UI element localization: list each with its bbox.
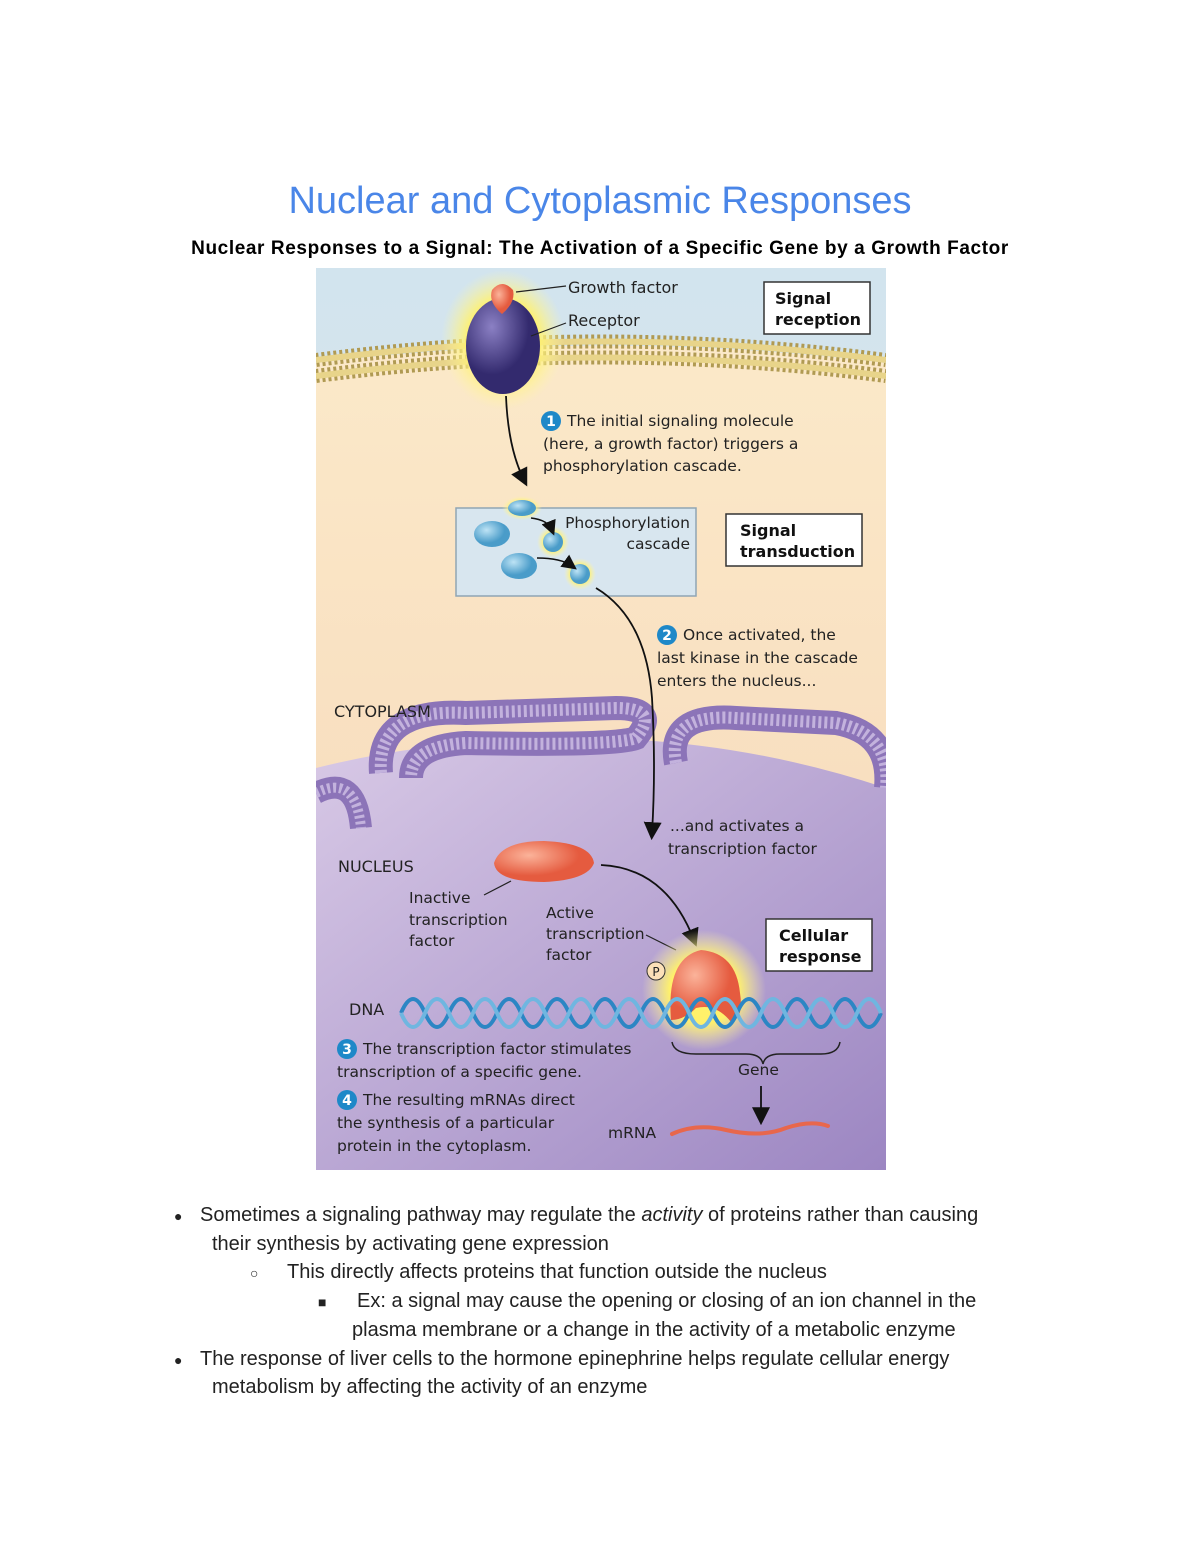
step3-line2: transcription of a specific gene.	[337, 1063, 582, 1081]
inactive-tf-line3: factor	[409, 932, 455, 950]
step1-circle	[541, 411, 561, 431]
step4-number: 4	[342, 1093, 352, 1109]
active-tf-line1: Active	[546, 904, 594, 922]
nuclear-envelope	[316, 695, 886, 830]
step2-line1: Once activated, the	[683, 626, 836, 644]
bullet-1-line-1: Sometimes a signaling pathway may regula…	[200, 1204, 978, 1227]
bullet-2-line-2: metabolism by affecting the activity of …	[212, 1376, 648, 1398]
growth-factor-label: Growth factor	[568, 278, 678, 297]
signaling-figure: Growth factor Receptor Signal reception …	[316, 268, 886, 1170]
bullet-marker-2: ●	[174, 1352, 183, 1368]
activates-line1: ...and activates a	[670, 817, 804, 835]
bullet-1a1-line-1: Ex: a signal may cause the opening or cl…	[357, 1290, 977, 1312]
signal-reception-line1: Signal	[775, 289, 831, 308]
signal-reception-box	[763, 281, 871, 335]
mrna-label: mRNA	[608, 1124, 656, 1142]
receptor-label: Receptor	[568, 311, 640, 330]
phosphate-label: P	[652, 965, 659, 979]
inactive-tf-line1: Inactive	[409, 889, 471, 907]
bullet-1-em: activity	[641, 1204, 703, 1226]
dna-label: DNA	[349, 1000, 384, 1019]
signal-reception-line2: reception	[775, 310, 861, 329]
figure-subtitle: Nuclear Responses to a Signal: The Activ…	[191, 238, 1009, 259]
inactive-tf-shape	[494, 841, 594, 882]
nucleus-region	[316, 738, 886, 1170]
step4-circle	[337, 1090, 357, 1110]
cytoplasm-label: CYTOPLASM	[334, 702, 431, 721]
bullet-1a1-line-2: plasma membrane or a change in the activ…	[352, 1319, 956, 1341]
page-title: Nuclear and Cytoplasmic Responses	[288, 180, 912, 222]
step4-line3: protein in the cytoplasm.	[337, 1137, 531, 1155]
step3-number: 3	[342, 1042, 352, 1058]
receptor-shape	[466, 298, 540, 394]
step1-line1: The initial signaling molecule	[566, 412, 794, 430]
inactive-tf-line2: transcription	[409, 911, 508, 929]
step3-line1: The transcription factor stimulates	[362, 1040, 631, 1058]
bullet-2-line-1: The response of liver cells to the hormo…	[200, 1348, 950, 1370]
plasma-membrane	[316, 334, 886, 383]
cascade-label-line1: Phosphorylation	[565, 514, 690, 532]
bullet-marker-1a: ○	[250, 1265, 259, 1281]
cascade-label-line2: cascade	[627, 535, 691, 553]
mrna-strand	[670, 1121, 830, 1136]
step2-number: 2	[662, 628, 672, 644]
bullet-1a-text: This directly affects proteins that func…	[287, 1261, 827, 1283]
cellular-response-line2: response	[779, 947, 862, 966]
cellular-response-box	[765, 918, 873, 972]
receptor-group	[441, 270, 565, 410]
step2-line3: enters the nucleus...	[657, 672, 816, 690]
dna-helix	[399, 997, 883, 1029]
bullet-1-pre: Sometimes a signaling pathway may regula…	[200, 1204, 642, 1226]
step4-line2: the synthesis of a particular	[337, 1114, 555, 1132]
gene-label: Gene	[738, 1061, 779, 1079]
signal-transduction-line1: Signal	[740, 521, 796, 540]
step3-circle	[337, 1039, 357, 1059]
active-tf-line2: transcription	[546, 925, 645, 943]
signal-transduction-line2: transduction	[740, 542, 855, 561]
cellular-response-line1: Cellular	[779, 926, 848, 945]
bullet-marker-1: ●	[174, 1208, 183, 1224]
step2-line2: last kinase in the cascade	[657, 649, 858, 667]
step1-line3: phosphorylation cascade.	[543, 457, 742, 475]
bullet-1-post: of proteins rather than causing	[702, 1204, 979, 1226]
active-tf-shape	[670, 950, 741, 1022]
step1-number: 1	[546, 414, 556, 430]
step1-line2: (here, a growth factor) triggers a	[543, 435, 798, 453]
step4-line1: The resulting mRNAs direct	[362, 1091, 575, 1109]
gene-bracket	[671, 1041, 841, 1065]
step2-circle	[657, 625, 677, 645]
bullet-marker-1a1: ■	[318, 1294, 327, 1310]
activates-line2: transcription factor	[668, 840, 818, 858]
growth-factor-shape	[491, 284, 514, 314]
bullet-1-line-2: their synthesis by activating gene expre…	[212, 1233, 609, 1255]
nucleus-label: NUCLEUS	[338, 857, 414, 876]
signal-transduction-box	[725, 513, 863, 567]
active-tf-line3: factor	[546, 946, 592, 964]
